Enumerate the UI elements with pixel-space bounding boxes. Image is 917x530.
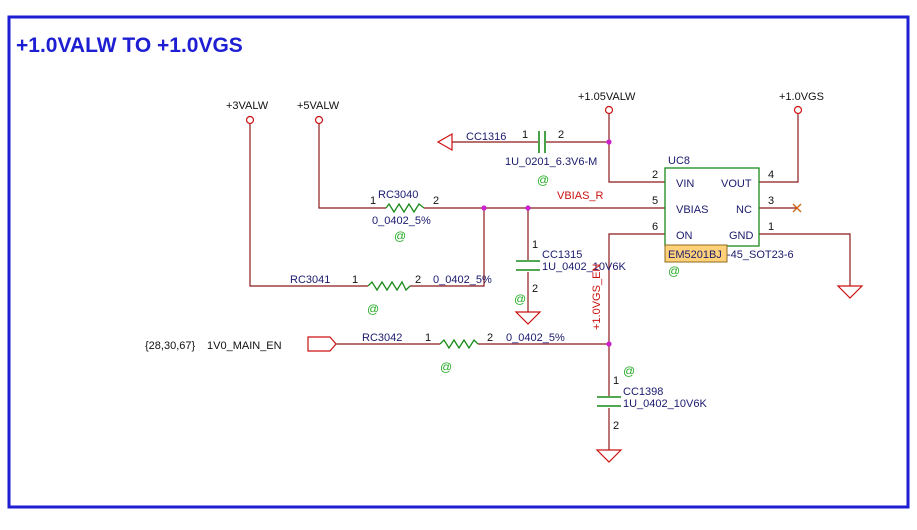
cc1398-ref: CC1398 — [623, 386, 663, 398]
cc1316-ref: CC1316 — [466, 131, 506, 143]
rc3042-value: 0_0402_5% — [506, 332, 565, 344]
uc8-pin-num-nc: 3 — [768, 195, 774, 207]
uc8: UC8 2 VIN 5 VBIAS 6 ON 4 VOUT 3 NC 1 GND… — [652, 155, 794, 278]
rail-5valw: +5VALW — [297, 100, 340, 125]
cc1315-marker: @ — [514, 292, 526, 306]
rc3042-ref: RC3042 — [362, 332, 402, 344]
uc8-part-highlight — [664, 244, 728, 263]
rc3040-ref: RC3040 — [378, 189, 418, 201]
page-title: +1.0VALW TO +1.0VGS — [16, 34, 243, 57]
cc1316-pin2: 2 — [558, 129, 564, 141]
uc8-pin-num-vout: 4 — [768, 169, 774, 181]
rc3041-value: 0_0402_5% — [433, 274, 492, 286]
uc8-pin-vbias: VBIAS — [676, 204, 708, 216]
cc1316: CC1316 1 2 1U_0201_6.3V6-M @ — [436, 129, 597, 187]
cc1398-marker: @ — [623, 364, 635, 378]
uc8-pin-vin: VIN — [676, 178, 694, 190]
uc8-ref: UC8 — [668, 155, 690, 167]
rc3040-marker: @ — [394, 229, 406, 243]
cc1315-pin2: 2 — [532, 283, 538, 295]
ground-icon — [595, 449, 623, 463]
uc8-pin-num-vin: 2 — [652, 169, 658, 181]
main-en-net: 1V0_MAIN_EN — [207, 340, 282, 352]
rc3041-pin2: 2 — [415, 274, 421, 286]
junctions — [481, 139, 612, 347]
cc1316-marker: @ — [537, 173, 549, 187]
ground-icon — [514, 311, 542, 325]
uc8-pin-nc: NC — [736, 204, 752, 216]
cc1315: 1 CC1315 1U_0402_10V6K 2 @ — [514, 239, 626, 325]
rail-10vgs: +1.0VGS — [779, 91, 824, 115]
rc3041-marker: @ — [367, 302, 379, 316]
rail-5valw-label: +5VALW — [297, 100, 340, 112]
uc8-pin-on: ON — [676, 230, 693, 242]
net-label-en: +1.0VGS_EN — [591, 264, 603, 330]
net-label-vbias-r: VBIAS_R — [557, 190, 604, 202]
rc3042: {28,30,67} 1V0_MAIN_EN RC3042 1 2 0_0402… — [145, 332, 565, 374]
rc3040-value: 0_0402_5% — [372, 215, 431, 227]
offpage-connector-icon — [307, 336, 337, 352]
rc3042-marker: @ — [440, 360, 452, 374]
cc1315-ref: CC1315 — [542, 249, 582, 261]
ground-arrow-icon — [436, 132, 453, 152]
uc8-pin-num-on: 6 — [652, 221, 658, 233]
cc1398-value: 1U_0402_10V6K — [623, 398, 707, 410]
uc8-pin-num-vbias: 5 — [652, 195, 658, 207]
rail-10vgs-label: +1.0VGS — [779, 91, 824, 103]
rc3041-ref: RC3041 — [290, 274, 330, 286]
nc-x-mark — [792, 203, 802, 213]
rail-105valw-label: +1.05VALW — [578, 91, 636, 103]
cc1315-pin1: 1 — [532, 239, 538, 251]
wires — [249, 114, 851, 450]
cc1398-pin1: 1 — [613, 375, 619, 387]
rc3040-pin2: 2 — [433, 195, 439, 207]
cc1316-value: 1U_0201_6.3V6-M — [505, 156, 597, 168]
rc3042-pin1: 1 — [425, 332, 431, 344]
cc1398: @ 1 CC1398 1U_0402_10V6K 2 — [595, 364, 707, 463]
uc8-pin-vout: VOUT — [721, 178, 752, 190]
cc1315-value: 1U_0402_10V6K — [542, 261, 626, 273]
rc3040: RC3040 1 2 0_0402_5% @ — [370, 189, 439, 243]
rc3041: RC3041 1 2 0_0402_5% @ — [290, 274, 492, 316]
uc8-pin-num-gnd: 1 — [768, 221, 774, 233]
ground-icon — [836, 285, 864, 299]
cc1398-pin2: 2 — [613, 420, 619, 432]
main-en-pages: {28,30,67} — [145, 340, 195, 352]
rail-3valw-label: +3VALW — [226, 100, 269, 112]
uc8-marker: @ — [668, 264, 680, 278]
uc8-body — [664, 167, 760, 247]
uc8-package: -45_SOT23-6 — [727, 249, 794, 261]
rc3041-pin1: 1 — [352, 274, 358, 286]
uc8-part: EM5201BJ — [668, 249, 722, 261]
uc8-pin-gnd: GND — [729, 230, 754, 242]
rail-105valw: +1.05VALW — [578, 91, 636, 115]
rail-3valw: +3VALW — [226, 100, 269, 125]
cc1316-pin1: 1 — [522, 129, 528, 141]
rc3040-pin1: 1 — [370, 195, 376, 207]
rc3042-pin2: 2 — [487, 332, 493, 344]
sheet-border — [7, 15, 910, 509]
